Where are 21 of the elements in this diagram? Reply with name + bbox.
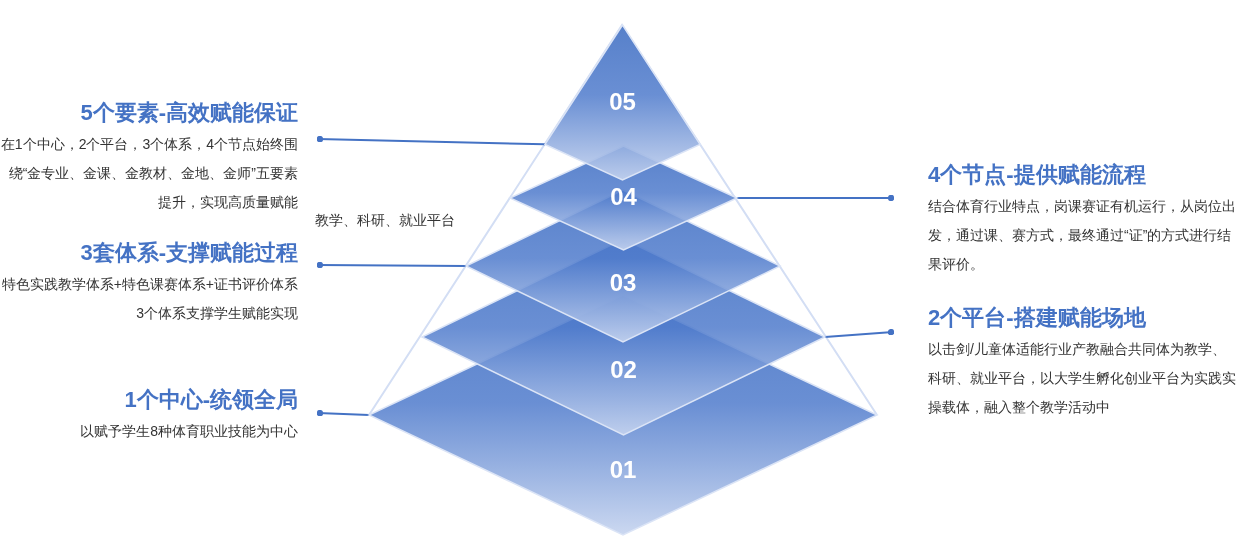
heading: 1个中心-统领全局	[124, 386, 298, 414]
leader-line	[316, 261, 467, 269]
description: 特色实践教学体系+特色课赛体系+证书评价体系3个体系支撑学生赋能实现	[0, 275, 298, 323]
description: 在1个中心，2个平台，3个体系，4个节点始终围绕“金专业、金课、金教材、金地、金师”五要素提升，实现高质量赋能	[0, 135, 298, 212]
layer-number: 03	[609, 269, 637, 297]
heading: 4个节点-提供赋能流程	[928, 161, 1146, 189]
leader-line	[316, 135, 546, 146]
layer-number: 04	[610, 183, 637, 211]
heading: 2个平台-搭建赋能场地	[928, 304, 1146, 332]
description: 以赋予学生8种体育职业技能为中心	[79, 422, 298, 441]
heading: 5个要素-高效赋能保证	[80, 99, 298, 127]
layer-number: 02	[610, 356, 637, 384]
description: 结合体育行业特点，岗课赛证有机运行，从岗位出发，通过课、赛方式，最终通过“证”的方式进行结果评价。	[928, 197, 1237, 274]
platform-label: 教学、科研、就业平台	[315, 211, 455, 230]
leader-line	[824, 328, 895, 338]
heading: 3套体系-支撑赋能过程	[80, 239, 298, 267]
leader-line	[316, 409, 370, 417]
layer-number: 05	[609, 88, 636, 116]
leader-line	[736, 194, 895, 202]
layer-number: 01	[609, 456, 637, 484]
description: 以击剑/儿童体适能行业产教融合共同体为教学、科研、就业平台，以大学生孵化创业平台为实践实操载体，融入整个教学活动中	[928, 340, 1237, 417]
